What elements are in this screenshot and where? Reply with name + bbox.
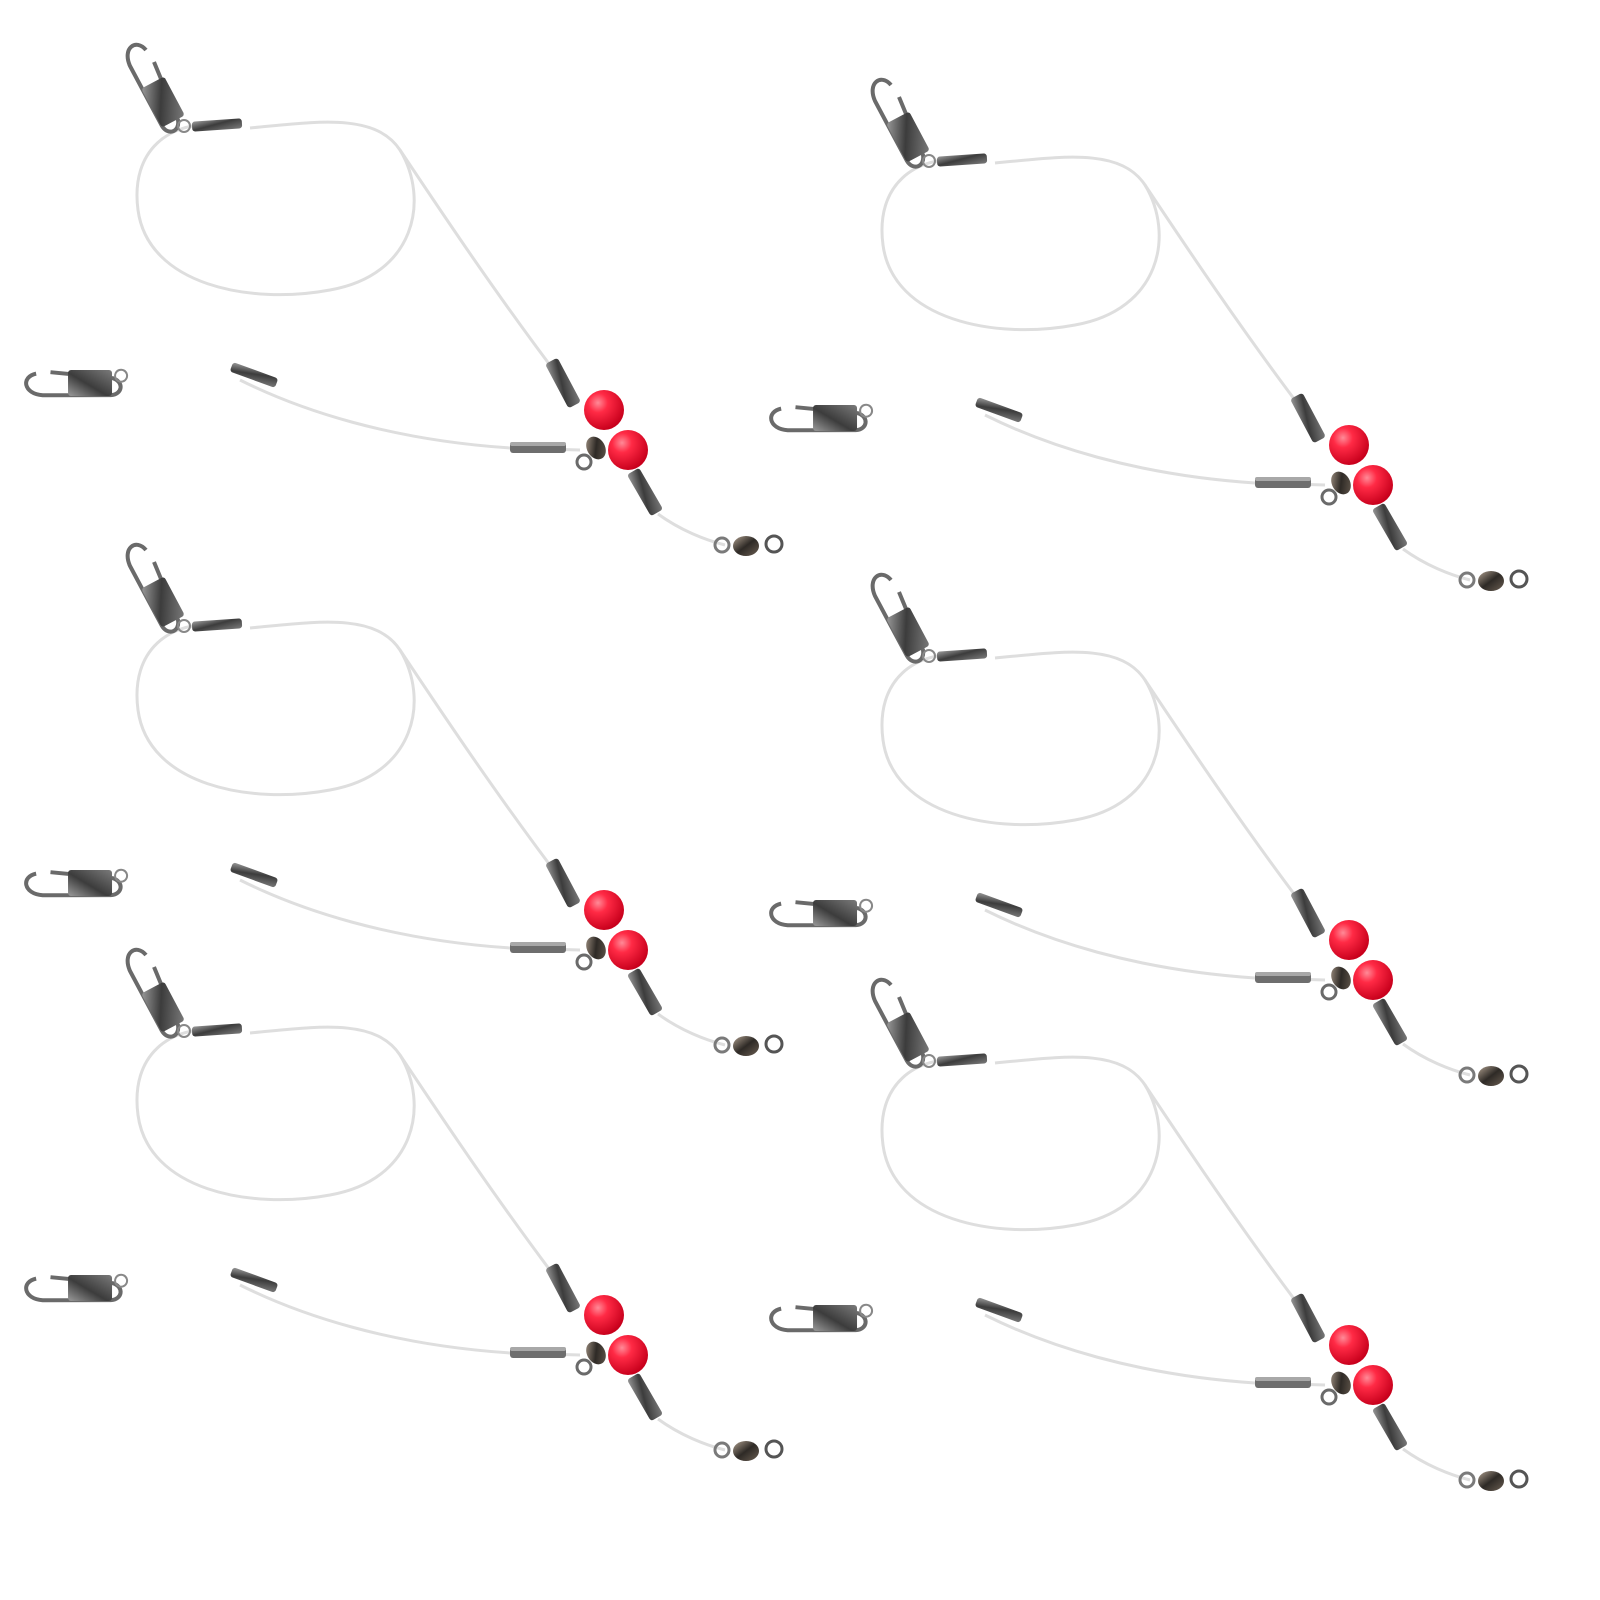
fishing-rigs-image <box>20 42 1529 1493</box>
product-photo <box>20 42 1529 1493</box>
